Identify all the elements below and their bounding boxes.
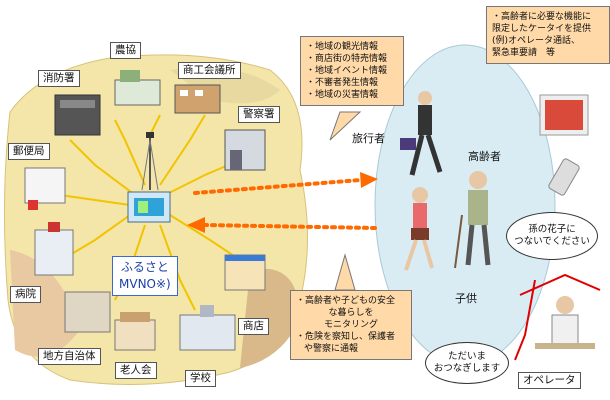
label-shobosho: 消防署: [38, 70, 80, 87]
mvno-label-line1: ふるさと: [120, 260, 169, 274]
wave-line: [69, 139, 136, 196]
label-yubinkyoku: 郵便局: [8, 143, 50, 160]
wave-line: [159, 114, 206, 186]
shoten-building-icon: [224, 254, 266, 291]
label-traveler: 旅行者: [352, 132, 385, 145]
elderly-note-item: 緊急車要請 等: [492, 48, 556, 58]
label-operator: オペレータ: [518, 372, 581, 389]
wave-line: [114, 119, 146, 186]
shokokai-building-icon: [174, 84, 221, 114]
safety-note-pointer: [334, 253, 356, 291]
label-rojinkai: 老人会: [115, 362, 157, 379]
safety-note-item: モニタリング: [323, 320, 378, 330]
info-note-item: ・地域の観光情報: [306, 42, 379, 52]
elderly-note-item: ・高齢者に必要な機能に: [492, 12, 592, 22]
field-patch: [240, 268, 300, 368]
info-note-item: ・地域の災害情報: [306, 90, 379, 100]
elderly-feature-note: ・高齢者に必要な機能に 限定したケータイを提供 (例)オペレータ通話、 緊急車要…: [486, 6, 610, 64]
wave-line: [159, 224, 196, 311]
label-child: 子供: [455, 292, 477, 305]
safety-note-item: や警察に通報: [304, 344, 359, 354]
wave-line: [169, 214, 241, 261]
label-nokyo: 農協: [110, 42, 141, 59]
grandma-speech-bubble: 孫の花子に つないでください: [506, 212, 598, 260]
label-byoin: 病院: [10, 286, 41, 303]
mobile-phone-icon: [548, 158, 580, 196]
label-elderly: 高齢者: [468, 150, 501, 163]
grandma-speech-line: 孫の花子に: [528, 224, 576, 235]
safety-note-item: ・高齢者や子どもの安全: [296, 296, 396, 306]
connection-line: [514, 279, 536, 361]
rojinkai-building-icon: [114, 312, 156, 351]
safety-note: ・高齢者や子どもの安全 な暮らしを モニタリング ・危険を察知し、保護者 や警察…: [290, 290, 412, 360]
label-gakko: 学校: [185, 370, 216, 387]
keisatsu-building-icon: [224, 129, 266, 171]
info-note-item: ・商店街の特売情報: [306, 54, 388, 64]
info-note-pointer: [329, 111, 362, 141]
label-shokokai: 商工会議所: [178, 62, 241, 79]
info-note-item: ・不審者発生情報: [306, 78, 379, 88]
safety-note-item: ・危険を察知し、保護者: [296, 332, 396, 342]
mvno-label-line2: MVNO※): [119, 277, 171, 291]
operator-speech-bubble: ただいま おつなぎします: [425, 342, 509, 384]
elderly-note-item: (例)オペレータ通話、: [492, 36, 581, 46]
antenna-tower-icon: [141, 132, 159, 191]
elderly-figure-icon: [454, 171, 491, 269]
nokyo-building-icon: [114, 70, 161, 106]
wave-line: [59, 194, 131, 206]
yubinkyoku-building-icon: [24, 167, 66, 210]
wave-line: [69, 214, 131, 256]
mvno-label: ふるさと MVNO※): [112, 256, 178, 296]
child-figure-icon: [404, 187, 434, 271]
label-shoten: 商店: [238, 318, 269, 335]
arrow-to-people: [193, 172, 378, 195]
connection-line: [519, 273, 601, 296]
tv-monitor-icon: [539, 94, 589, 136]
label-keisatsu: 警察署: [238, 106, 280, 123]
mvno-server-icon: [127, 191, 171, 223]
chiho-building-icon: [64, 291, 111, 333]
traveler-figure-icon: [400, 91, 443, 176]
operator-speech-line: ただいま: [447, 351, 486, 362]
gakko-building-icon: [179, 305, 236, 351]
elderly-note-item: 限定したケータイを提供: [492, 24, 592, 34]
arrow-to-center: [187, 217, 377, 233]
byoin-building-icon: [34, 222, 74, 276]
shobosho-building-icon: [54, 94, 101, 136]
safety-note-item: な暮らしを: [328, 308, 374, 318]
operator-figure-icon: [535, 296, 595, 349]
grandma-speech-line: つないでください: [514, 236, 590, 247]
info-note: ・地域の観光情報 ・商店街の特売情報 ・地域イベント情報 ・不審者発生情報 ・地…: [300, 36, 404, 106]
operator-speech-line: おつなぎします: [433, 363, 501, 374]
field-patch: [10, 250, 80, 357]
label-chiho: 地方自治体: [38, 348, 101, 365]
info-note-item: ・地域イベント情報: [306, 66, 388, 76]
